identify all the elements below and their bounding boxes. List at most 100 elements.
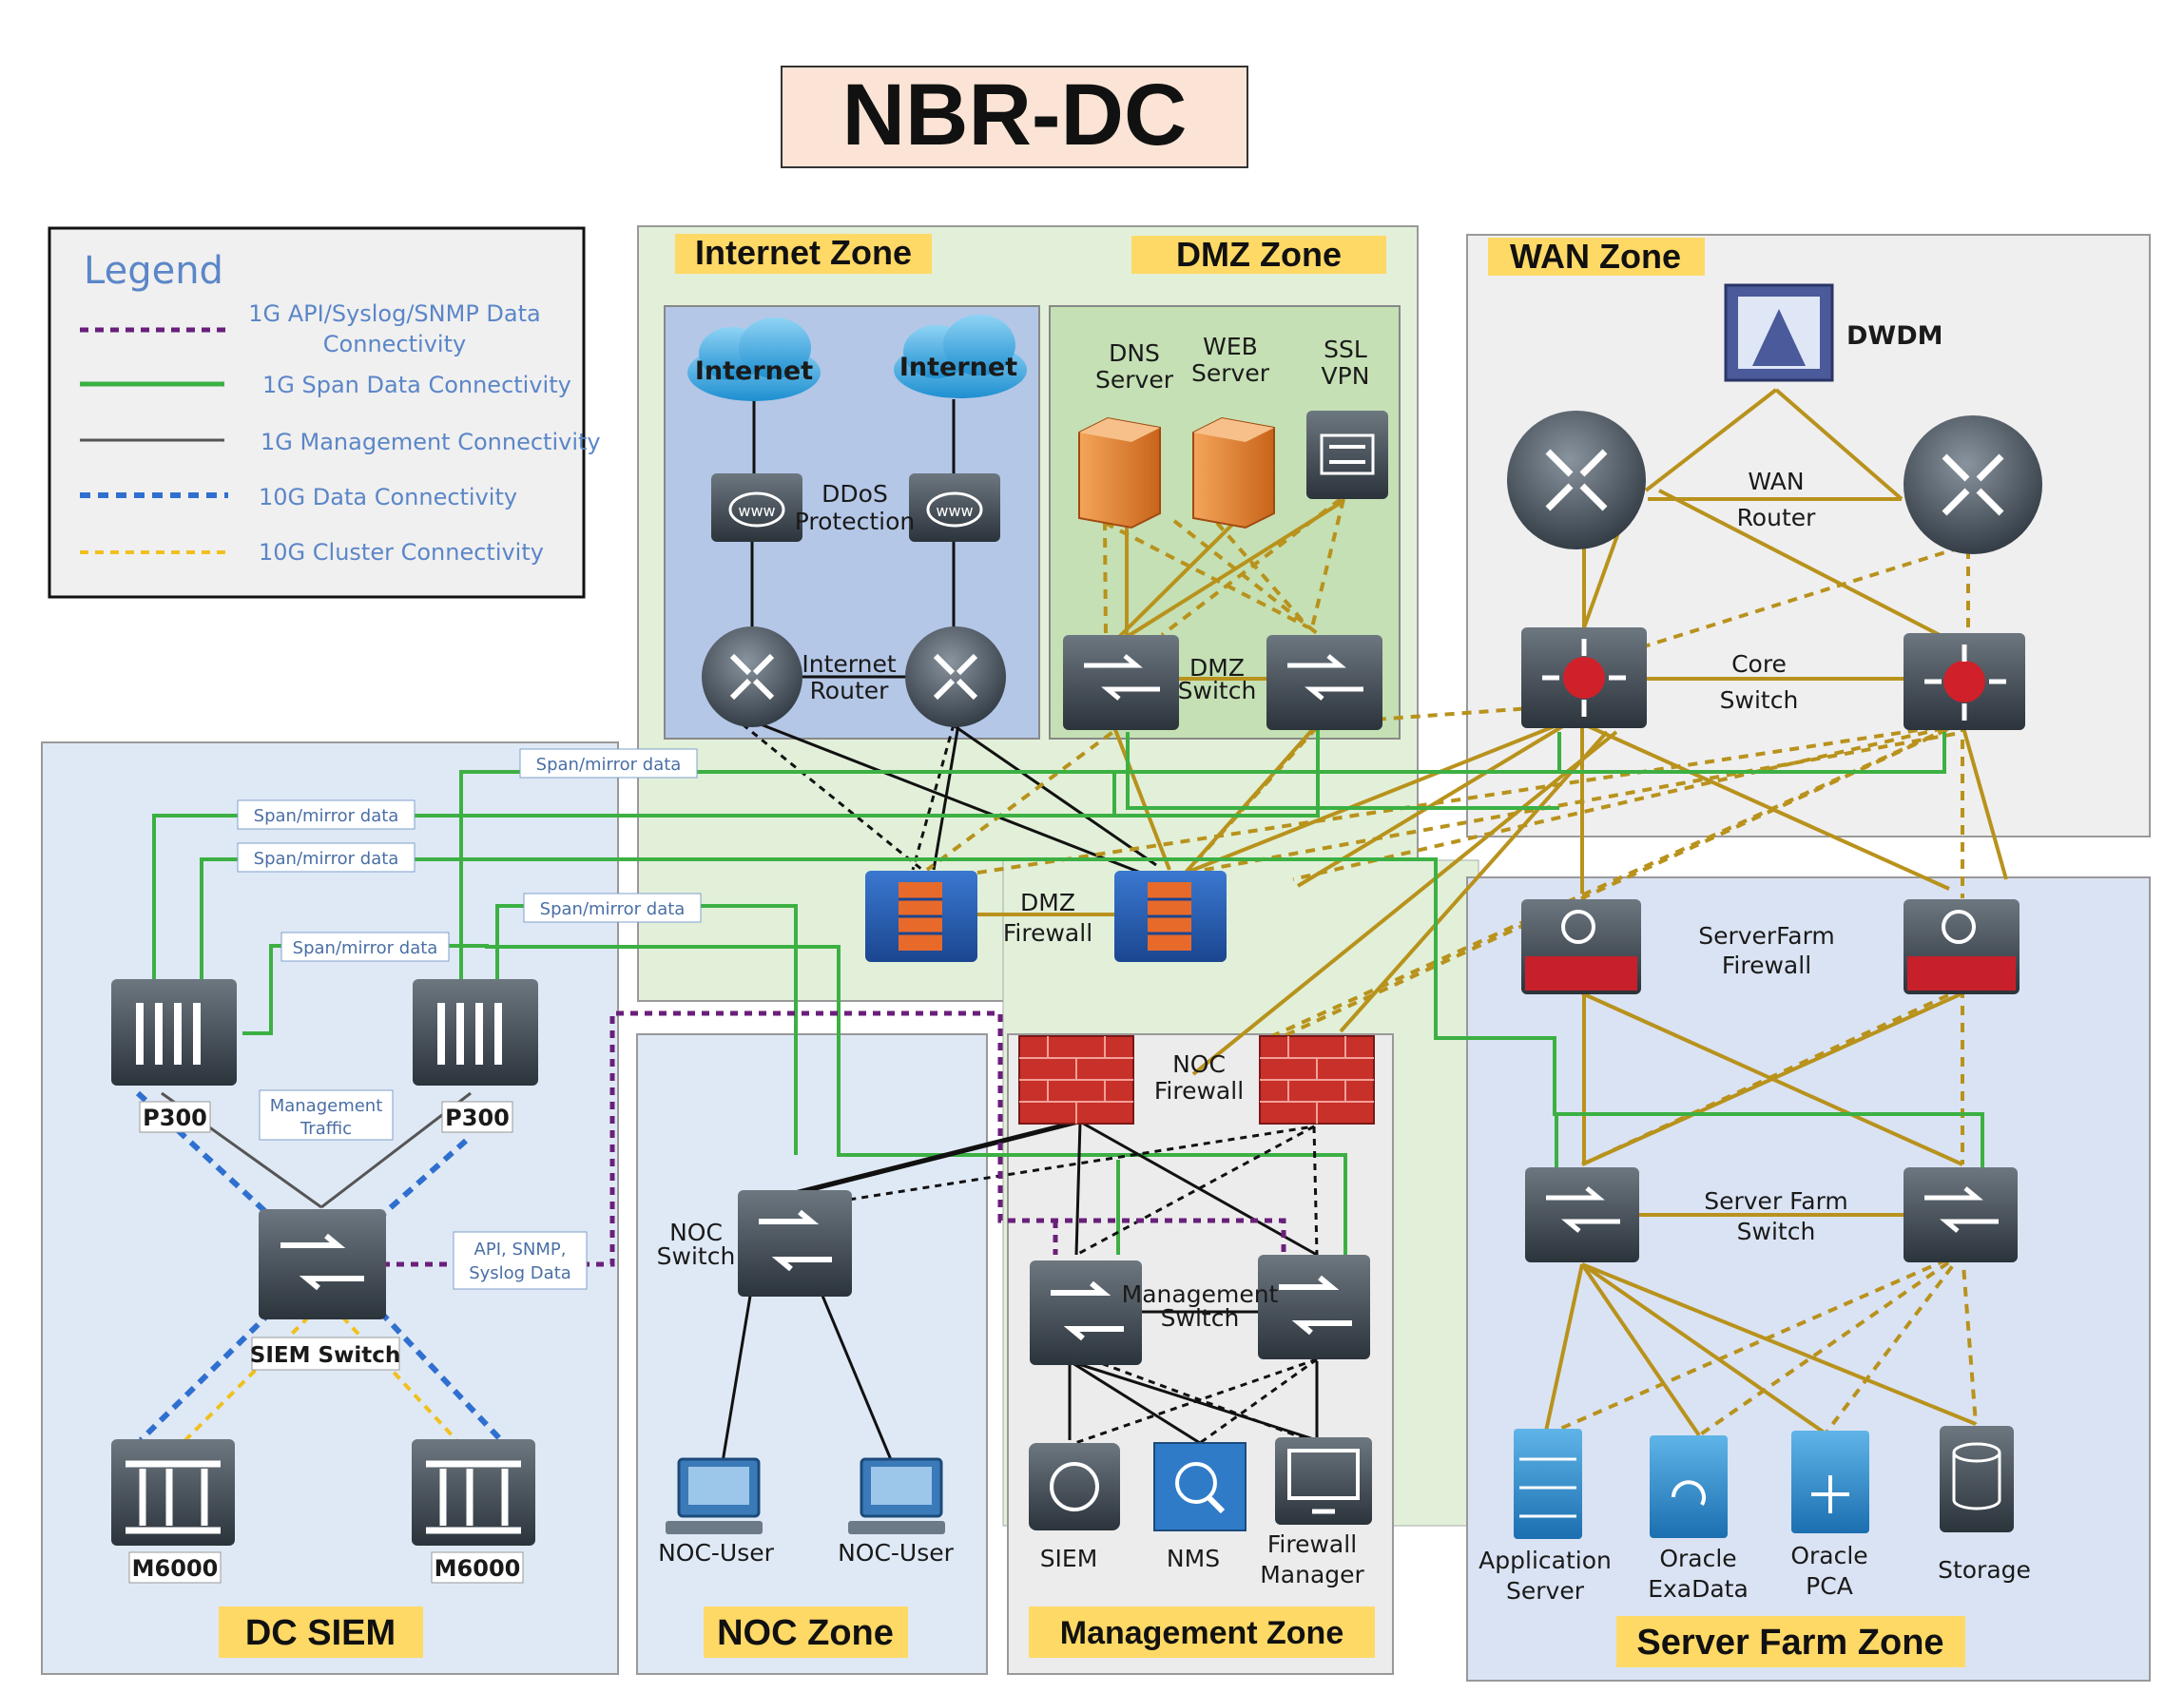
wan-router-label-l2: Router — [1737, 504, 1817, 531]
dmz-switch-1 — [1063, 635, 1179, 730]
api-data-label-l2: Syslog Data — [469, 1263, 571, 1283]
dwdm-device — [1724, 283, 1834, 382]
serverfarm-firewall-label-l2: Firewall — [1722, 952, 1811, 979]
span-labels: Span/mirror data Span/mirror data Span/m… — [237, 748, 702, 962]
p300-left-label: P300 — [143, 1105, 207, 1131]
serverfarm-switch-label-l2: Switch — [1737, 1218, 1816, 1245]
noc-switch-label-l1: NOC — [669, 1219, 723, 1246]
oracle-exadata — [1650, 1435, 1728, 1538]
storage — [1940, 1426, 2014, 1532]
serverfarm-firewall-label-l1: ServerFarm — [1698, 922, 1835, 950]
management-switch-1 — [1030, 1260, 1142, 1365]
title-block: NBR-DC — [781, 66, 1248, 168]
noc-firewall-2 — [1259, 1035, 1375, 1125]
api-data-label-l1: API, SNMP, — [474, 1240, 567, 1260]
noc-user-1 — [666, 1457, 763, 1534]
storage-label: Storage — [1938, 1556, 2031, 1584]
noc-user-1-label: NOC-User — [658, 1539, 775, 1567]
span-label-4: Span/mirror data — [540, 899, 686, 919]
wan-router-label-l1: WAN — [1748, 468, 1804, 495]
core-switch-label-l2: Switch — [1720, 686, 1799, 714]
core-switch-2 — [1904, 633, 2025, 730]
m6000-left-label: M6000 — [132, 1555, 219, 1582]
p300-left — [111, 979, 237, 1086]
application-server — [1514, 1429, 1582, 1539]
legend-label-10g-data: 10G Data Connectivity — [259, 484, 517, 510]
svg-text:www: www — [738, 502, 775, 520]
server-farm-zone-title: Server Farm Zone — [1636, 1623, 1943, 1663]
wan-router-2 — [1904, 415, 2042, 554]
noc-firewall-label-l2: Firewall — [1154, 1077, 1244, 1105]
dns-server-label-l2: Server — [1095, 366, 1174, 394]
noc-firewall-label-l1: NOC — [1172, 1050, 1226, 1078]
management-zone-title: Management Zone — [1060, 1615, 1343, 1651]
noc-switch-label-l2: Switch — [657, 1242, 736, 1270]
dmz-firewall-label-l1: DMZ — [1020, 889, 1075, 916]
ssl-vpn-appliance — [1306, 411, 1388, 499]
legend-label-span: 1G Span Data Connectivity — [262, 372, 571, 398]
serverfarm-switch-label-l1: Server Farm — [1704, 1187, 1848, 1215]
legend-title: Legend — [84, 249, 223, 293]
oracle-pca-label-l1: Oracle — [1790, 1542, 1867, 1569]
firewall-manager-label-l1: Firewall — [1267, 1530, 1357, 1558]
dmz-firewall-1 — [865, 871, 977, 962]
internet-router-2 — [905, 626, 1006, 727]
legend: Legend 1G API/Syslog/SNMP Data Connectiv… — [48, 226, 601, 599]
noc-firewall-1 — [1018, 1035, 1134, 1125]
application-server-label-l2: Server — [1506, 1577, 1585, 1605]
noc-zone-title: NOC Zone — [717, 1613, 894, 1653]
serverfarm-firewall-2 — [1904, 899, 2020, 994]
internet-cloud-2-label: Internet — [899, 353, 1017, 382]
dmz-firewall-label-l2: Firewall — [1003, 919, 1092, 947]
dns-server — [1078, 416, 1161, 529]
oracle-pca-label-l2: PCA — [1806, 1572, 1853, 1600]
m6000-right — [412, 1439, 535, 1546]
serverfarm-switch-1 — [1525, 1167, 1639, 1262]
legend-label-api-l2: Connectivity — [323, 331, 466, 357]
core-switch-label-l1: Core — [1731, 650, 1787, 678]
internet-cloud-1-label: Internet — [695, 356, 813, 386]
mgmt-traffic-label-l2: Traffic — [300, 1119, 352, 1139]
internet-cloud-1: Internet — [687, 317, 821, 401]
serverfarm-switch-2 — [1904, 1167, 2018, 1262]
span-label-5: Span/mirror data — [293, 938, 438, 958]
web-server — [1192, 416, 1275, 529]
serverfarm-firewall-1 — [1521, 899, 1641, 994]
internet-cloud-2: Internet — [894, 315, 1027, 398]
ddos-appliance-2: www — [909, 473, 1000, 542]
firewall-manager-label-l2: Manager — [1260, 1561, 1364, 1588]
nms-appliance-label: NMS — [1167, 1545, 1220, 1572]
wan-router-1 — [1507, 411, 1646, 549]
internet-zone-title: Internet Zone — [695, 233, 912, 272]
ddos-appliance-1: www — [711, 473, 802, 542]
dmz-switch-label-l2: Switch — [1178, 677, 1257, 704]
noc-user-2-label: NOC-User — [838, 1539, 955, 1567]
management-switch-label-l2: Switch — [1161, 1304, 1240, 1332]
application-server-label-l1: Application — [1479, 1547, 1612, 1574]
dwdm-label: DWDM — [1846, 321, 1942, 351]
dmz-switch-label-l1: DMZ — [1189, 654, 1245, 682]
siem-appliance — [1029, 1443, 1120, 1530]
siem-switch-label: SIEM Switch — [250, 1343, 400, 1368]
dns-server-label-l1: DNS — [1109, 339, 1160, 367]
internet-router-label-l1: Internet — [802, 650, 896, 678]
m6000-right-label: M6000 — [435, 1555, 521, 1582]
wan-zone-title: WAN Zone — [1510, 237, 1681, 276]
dmz-zone-title: DMZ Zone — [1176, 235, 1342, 274]
zone-titles: Internet Zone DMZ Zone WAN Zone DC SIEM … — [219, 233, 1965, 1667]
nms-appliance — [1153, 1442, 1247, 1531]
span-label-3: Span/mirror data — [254, 849, 399, 869]
span-label-1: Span/mirror data — [536, 755, 682, 775]
siem-switch — [259, 1209, 386, 1319]
m6000-left — [111, 1439, 235, 1546]
dmz-firewall-2 — [1114, 871, 1227, 962]
noc-user-2 — [848, 1457, 945, 1534]
management-switch-2 — [1258, 1255, 1370, 1359]
web-server-label-l1: WEB — [1203, 333, 1258, 360]
noc-zone-area — [636, 1033, 988, 1675]
p300-right — [413, 979, 538, 1086]
oracle-exadata-label-l1: Oracle — [1659, 1545, 1736, 1572]
siem-appliance-label: SIEM — [1040, 1545, 1098, 1572]
web-server-label-l2: Server — [1191, 359, 1270, 387]
